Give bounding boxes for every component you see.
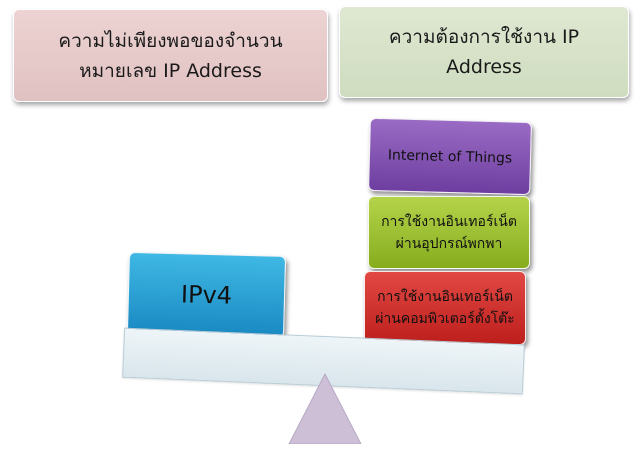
- scale-pivot: [288, 372, 362, 444]
- iot-block: Internet of Things: [368, 117, 532, 196]
- ip-shortage-line1: ความไม่เพียงพอของจำนวน: [58, 29, 283, 52]
- iot-label: Internet of Things: [387, 146, 513, 167]
- ip-shortage-box: ความไม่เพียงพอของจำนวน หมายเลข IP Addres…: [13, 9, 328, 102]
- desktop-usage-block: การใช้งานอินเทอร์เน็ต ผ่านคอมพิวเตอร์ตั้…: [364, 271, 526, 345]
- desktop-usage-text: การใช้งานอินเทอร์เน็ต ผ่านคอมพิวเตอร์ตั้…: [375, 286, 515, 330]
- mobile-usage-line1: การใช้งานอินเทอร์เน็ต: [381, 213, 517, 230]
- desktop-usage-line1: การใช้งานอินเทอร์เน็ต: [377, 289, 513, 305]
- ip-shortage-text: ความไม่เพียงพอของจำนวน หมายเลข IP Addres…: [58, 26, 282, 86]
- desktop-usage-line2: ผ่านคอมพิวเตอร์ตั้งโต๊ะ: [375, 311, 515, 327]
- ip-demand-text: ความต้องการใช้งาน IP Address: [389, 22, 579, 82]
- ip-shortage-line2: หมายเลข IP Address: [79, 59, 262, 82]
- ip-demand-box: ความต้องการใช้งาน IP Address: [339, 6, 629, 98]
- mobile-usage-block: การใช้งานอินเทอร์เน็ต ผ่านอุปกรณ์พกพา: [368, 196, 530, 269]
- mobile-usage-text: การใช้งานอินเทอร์เน็ต ผ่านอุปกรณ์พกพา: [381, 211, 517, 255]
- ipv4-label: IPv4: [180, 280, 233, 310]
- mobile-usage-line2: ผ่านอุปกรณ์พกพา: [395, 235, 503, 252]
- ipv4-block: IPv4: [126, 251, 287, 339]
- ip-demand-line2: Address: [446, 56, 522, 78]
- ip-demand-line1: ความต้องการใช้งาน IP: [388, 26, 580, 48]
